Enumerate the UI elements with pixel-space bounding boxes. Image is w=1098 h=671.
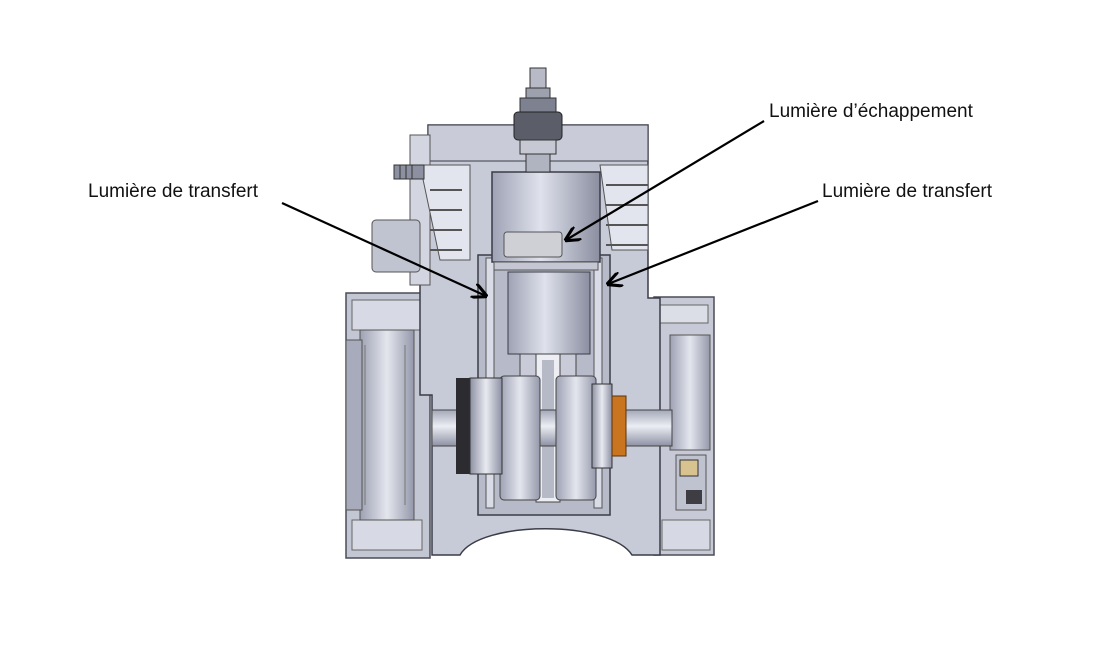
transfer-port-left-arrow: [281, 201, 486, 296]
cooling-fins: [430, 184, 648, 251]
annotation-arrows: [281, 120, 819, 296]
exhaust-port-label: Lumière d’échappement: [769, 101, 973, 122]
transfer-port-left-label: Lumière de transfert: [88, 181, 259, 202]
spark-plug-icon: [513, 67, 563, 173]
piston: [491, 171, 601, 355]
left-bearing: [456, 377, 503, 475]
cylinder-bolt: [393, 164, 425, 180]
transfer-port-right-arrow: [608, 199, 819, 284]
right-bearing: [591, 383, 627, 469]
transfer-port-right-label: Lumière de transfert: [822, 181, 993, 202]
exhaust-port-arrow: [566, 120, 765, 240]
left-flywheel: [345, 292, 431, 559]
